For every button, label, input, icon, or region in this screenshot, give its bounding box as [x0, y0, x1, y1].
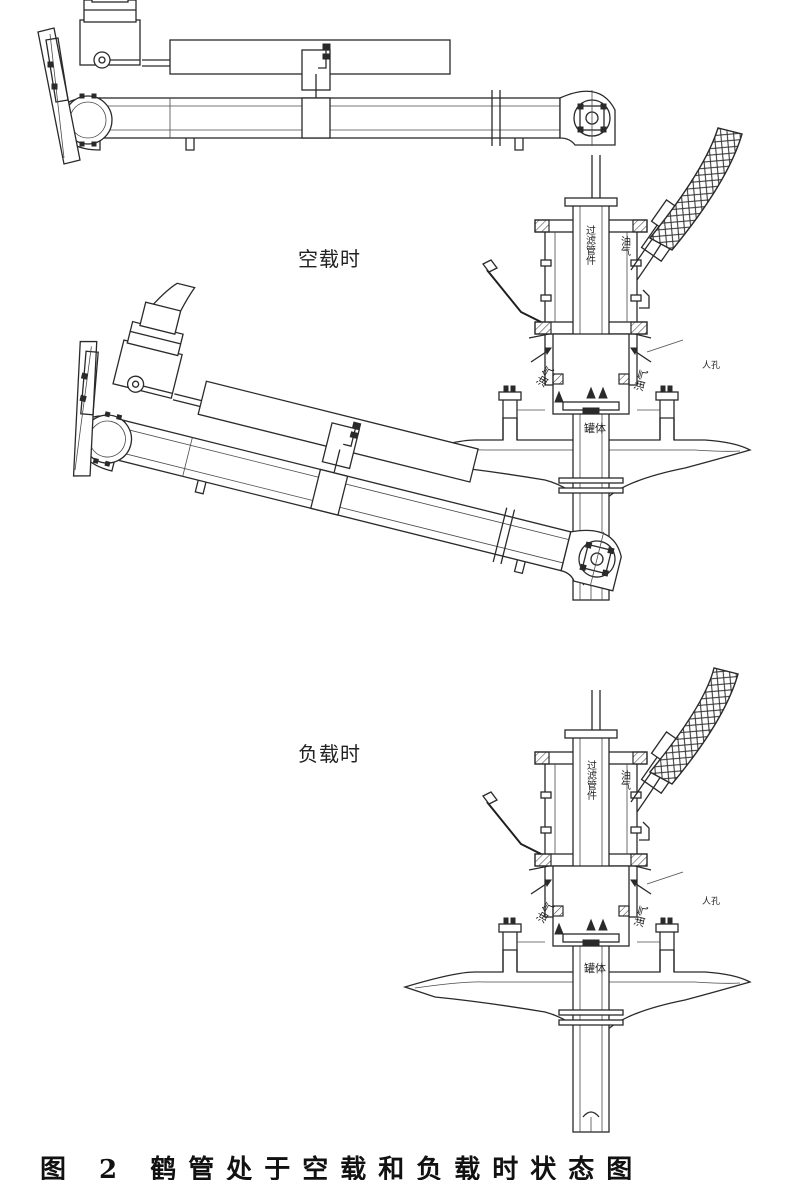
lower-manhole: 人孔	[702, 896, 720, 907]
lower-filter-tube-left: 过滤管件	[585, 759, 597, 801]
figure-caption: 图 2 鹤管处于空载和负载时状态图	[40, 1155, 645, 1180]
lower-oil-gas-upper: 油气	[619, 769, 631, 790]
upper-hose	[648, 127, 743, 251]
lower-tank-body: 罐体	[584, 961, 606, 975]
upper-manhole: 人孔	[702, 360, 720, 371]
empty-state-label: 空载时	[298, 247, 361, 271]
lower-oil-gas-right: 油气	[631, 904, 650, 929]
upper-arm	[37, 0, 616, 165]
upper-oil-gas-right: 油气	[631, 368, 650, 393]
upper-filter-tube-left: 过滤管件	[584, 224, 596, 266]
upper-oil-gas-upper: 油气	[619, 235, 631, 256]
lower-column	[404, 729, 751, 1133]
upper-tank-body: 罐体	[584, 421, 606, 435]
loaded-state-label: 负载时	[298, 742, 361, 766]
lower-hose	[648, 667, 739, 785]
